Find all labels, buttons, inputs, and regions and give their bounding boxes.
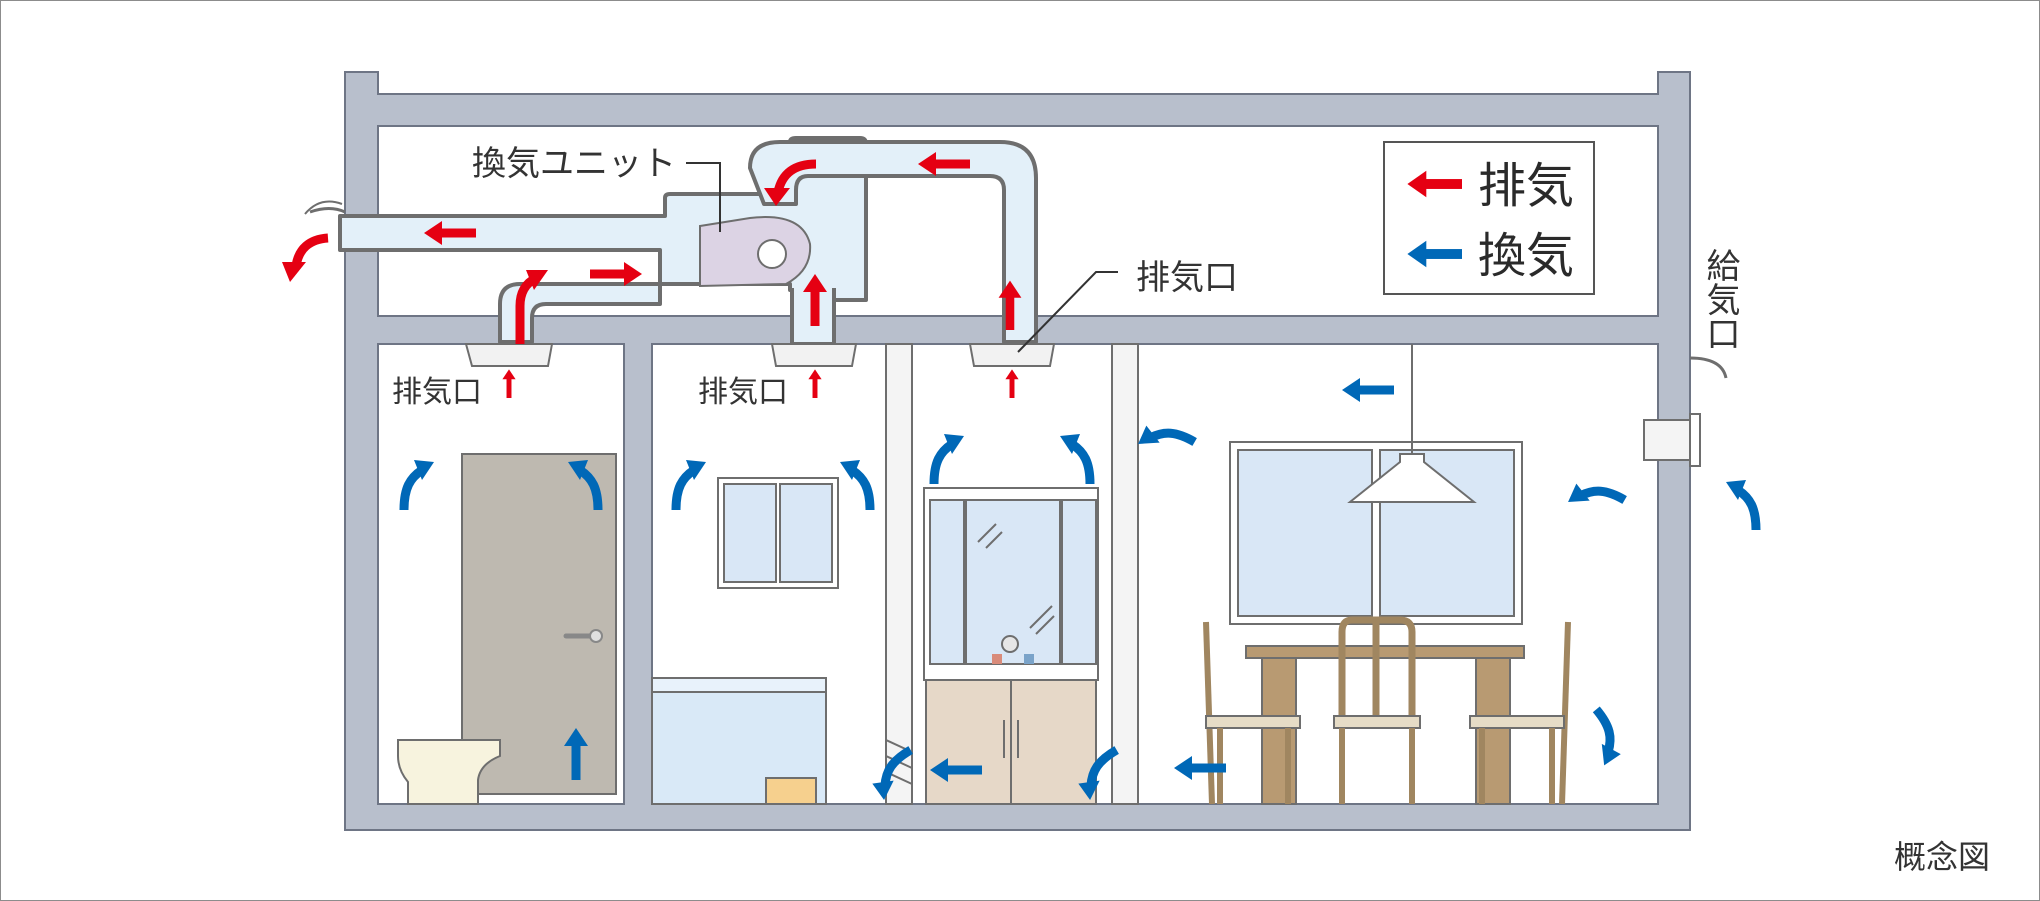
chair-right	[1469, 621, 1571, 805]
legend-exhaust-label: 排気	[1478, 158, 1574, 214]
dining-table	[1245, 645, 1525, 659]
exhaust-port-label-toilet: 排気口	[392, 375, 482, 410]
legend-ventilation-label: 換気	[1478, 228, 1574, 284]
ventilation-unit	[699, 216, 812, 288]
exhaust-port-label-main: 排気口	[1136, 258, 1238, 298]
bath-bucket	[765, 777, 817, 805]
concept-label: 概念図	[1894, 838, 1990, 876]
door	[461, 453, 617, 795]
supply-port-fixture	[1643, 356, 1728, 467]
leader-lines	[686, 162, 1118, 353]
chair-middle	[1333, 616, 1421, 804]
columns	[885, 343, 1139, 805]
bathroom-fixtures	[651, 477, 1099, 805]
exhaust-arrows	[282, 152, 1022, 398]
exhaust-port-label-bath: 排気口	[698, 375, 788, 410]
supply-port-label: 給気口	[1700, 248, 1740, 350]
unit-label: 換気ユニット	[472, 144, 676, 184]
legend: 排気 換気	[1383, 141, 1595, 295]
pendant-lamp	[1347, 453, 1477, 503]
toilet	[397, 739, 501, 805]
toilet-room-fixtures	[397, 453, 617, 805]
dining-room-fixtures	[1203, 344, 1571, 805]
